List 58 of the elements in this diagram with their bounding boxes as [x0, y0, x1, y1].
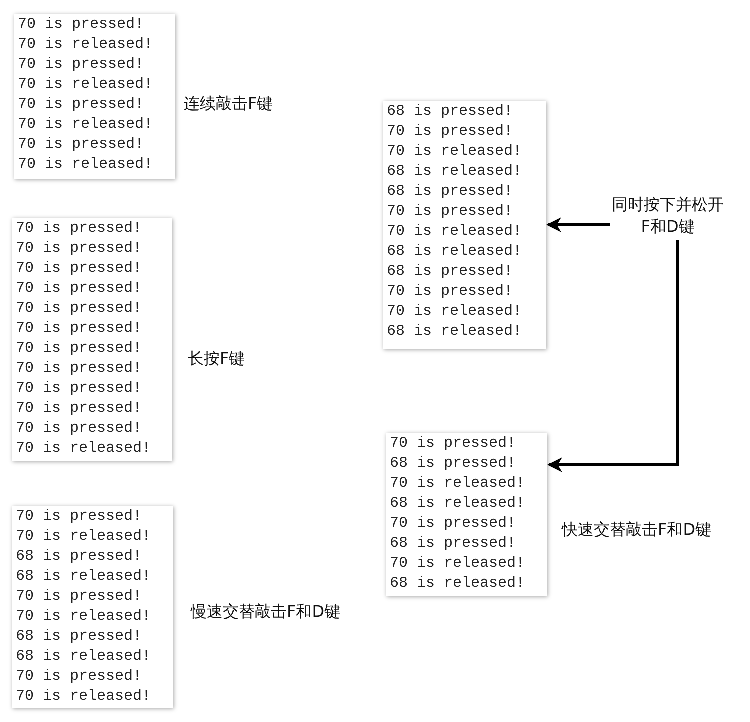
console-panel: [383, 101, 546, 349]
caption-text: 连续敲击F键: [184, 94, 274, 115]
console-line: 70 is pressed!: [16, 279, 142, 299]
console-line: 70 is pressed!: [387, 202, 514, 222]
console-line: 70 is pressed!: [387, 282, 514, 302]
console-line: 70 is released!: [16, 527, 152, 547]
console-line: 68 is released!: [387, 162, 522, 182]
console-line: 70 is released!: [390, 474, 526, 494]
console-line: 68 is released!: [16, 567, 152, 587]
console-line: 68 is released!: [390, 574, 526, 594]
console-line: 68 is pressed!: [16, 627, 142, 647]
console-line: 70 is released!: [18, 155, 154, 175]
console-line: 70 is pressed!: [18, 55, 144, 75]
console-line: 70 is pressed!: [18, 15, 144, 35]
console-line: 70 is released!: [18, 35, 154, 55]
console-line: 68 is released!: [390, 494, 526, 514]
console-line: 70 is pressed!: [16, 507, 142, 527]
caption-text: 长按F键: [188, 349, 246, 370]
console-line: 70 is released!: [387, 302, 522, 322]
console-line: 68 is pressed!: [387, 262, 514, 282]
console-line: 68 is pressed!: [390, 454, 516, 474]
console-line: 68 is released!: [387, 322, 522, 342]
console-line: 70 is pressed!: [16, 419, 142, 439]
console-line: 70 is pressed!: [390, 514, 516, 534]
arrow: [546, 218, 610, 232]
console-line: 70 is pressed!: [16, 319, 142, 339]
console-line: 68 is pressed!: [390, 534, 516, 554]
caption-text: 快速交替敲击F和D键: [562, 520, 712, 541]
console-line: 70 is pressed!: [16, 259, 142, 279]
caption-text: 慢速交替敲击F和D键: [191, 602, 341, 623]
arrow: [548, 240, 680, 472]
console-line: 70 is pressed!: [16, 399, 142, 419]
console-line: 70 is pressed!: [16, 587, 142, 607]
console-line: 70 is released!: [18, 115, 154, 135]
console-line: 70 is released!: [387, 222, 522, 242]
console-line: 70 is pressed!: [16, 219, 142, 239]
console-line: 68 is released!: [16, 647, 152, 667]
console-line: 70 is pressed!: [16, 379, 142, 399]
console-line: 68 is pressed!: [387, 102, 514, 122]
console-line: 70 is pressed!: [18, 135, 144, 155]
console-line: 70 is pressed!: [390, 434, 516, 454]
console-line: 70 is pressed!: [16, 339, 142, 359]
console-line: 70 is pressed!: [16, 359, 142, 379]
console-line: 70 is released!: [16, 687, 152, 707]
console-line: 68 is pressed!: [16, 547, 142, 567]
console-line: 70 is pressed!: [16, 667, 142, 687]
console-line: 70 is released!: [16, 439, 152, 459]
console-line: 70 is pressed!: [16, 239, 142, 259]
console-line: 70 is released!: [18, 75, 154, 95]
console-line: 70 is pressed!: [18, 95, 144, 115]
console-line: 68 is released!: [387, 242, 522, 262]
console-line: 70 is released!: [16, 607, 152, 627]
console-line: 70 is released!: [387, 142, 522, 162]
annotation-text: 同时按下并松开F和D键: [610, 194, 726, 238]
console-line: 70 is pressed!: [387, 122, 514, 142]
console-line: 70 is pressed!: [16, 299, 142, 319]
console-line: 68 is pressed!: [387, 182, 514, 202]
console-line: 70 is released!: [390, 554, 526, 574]
